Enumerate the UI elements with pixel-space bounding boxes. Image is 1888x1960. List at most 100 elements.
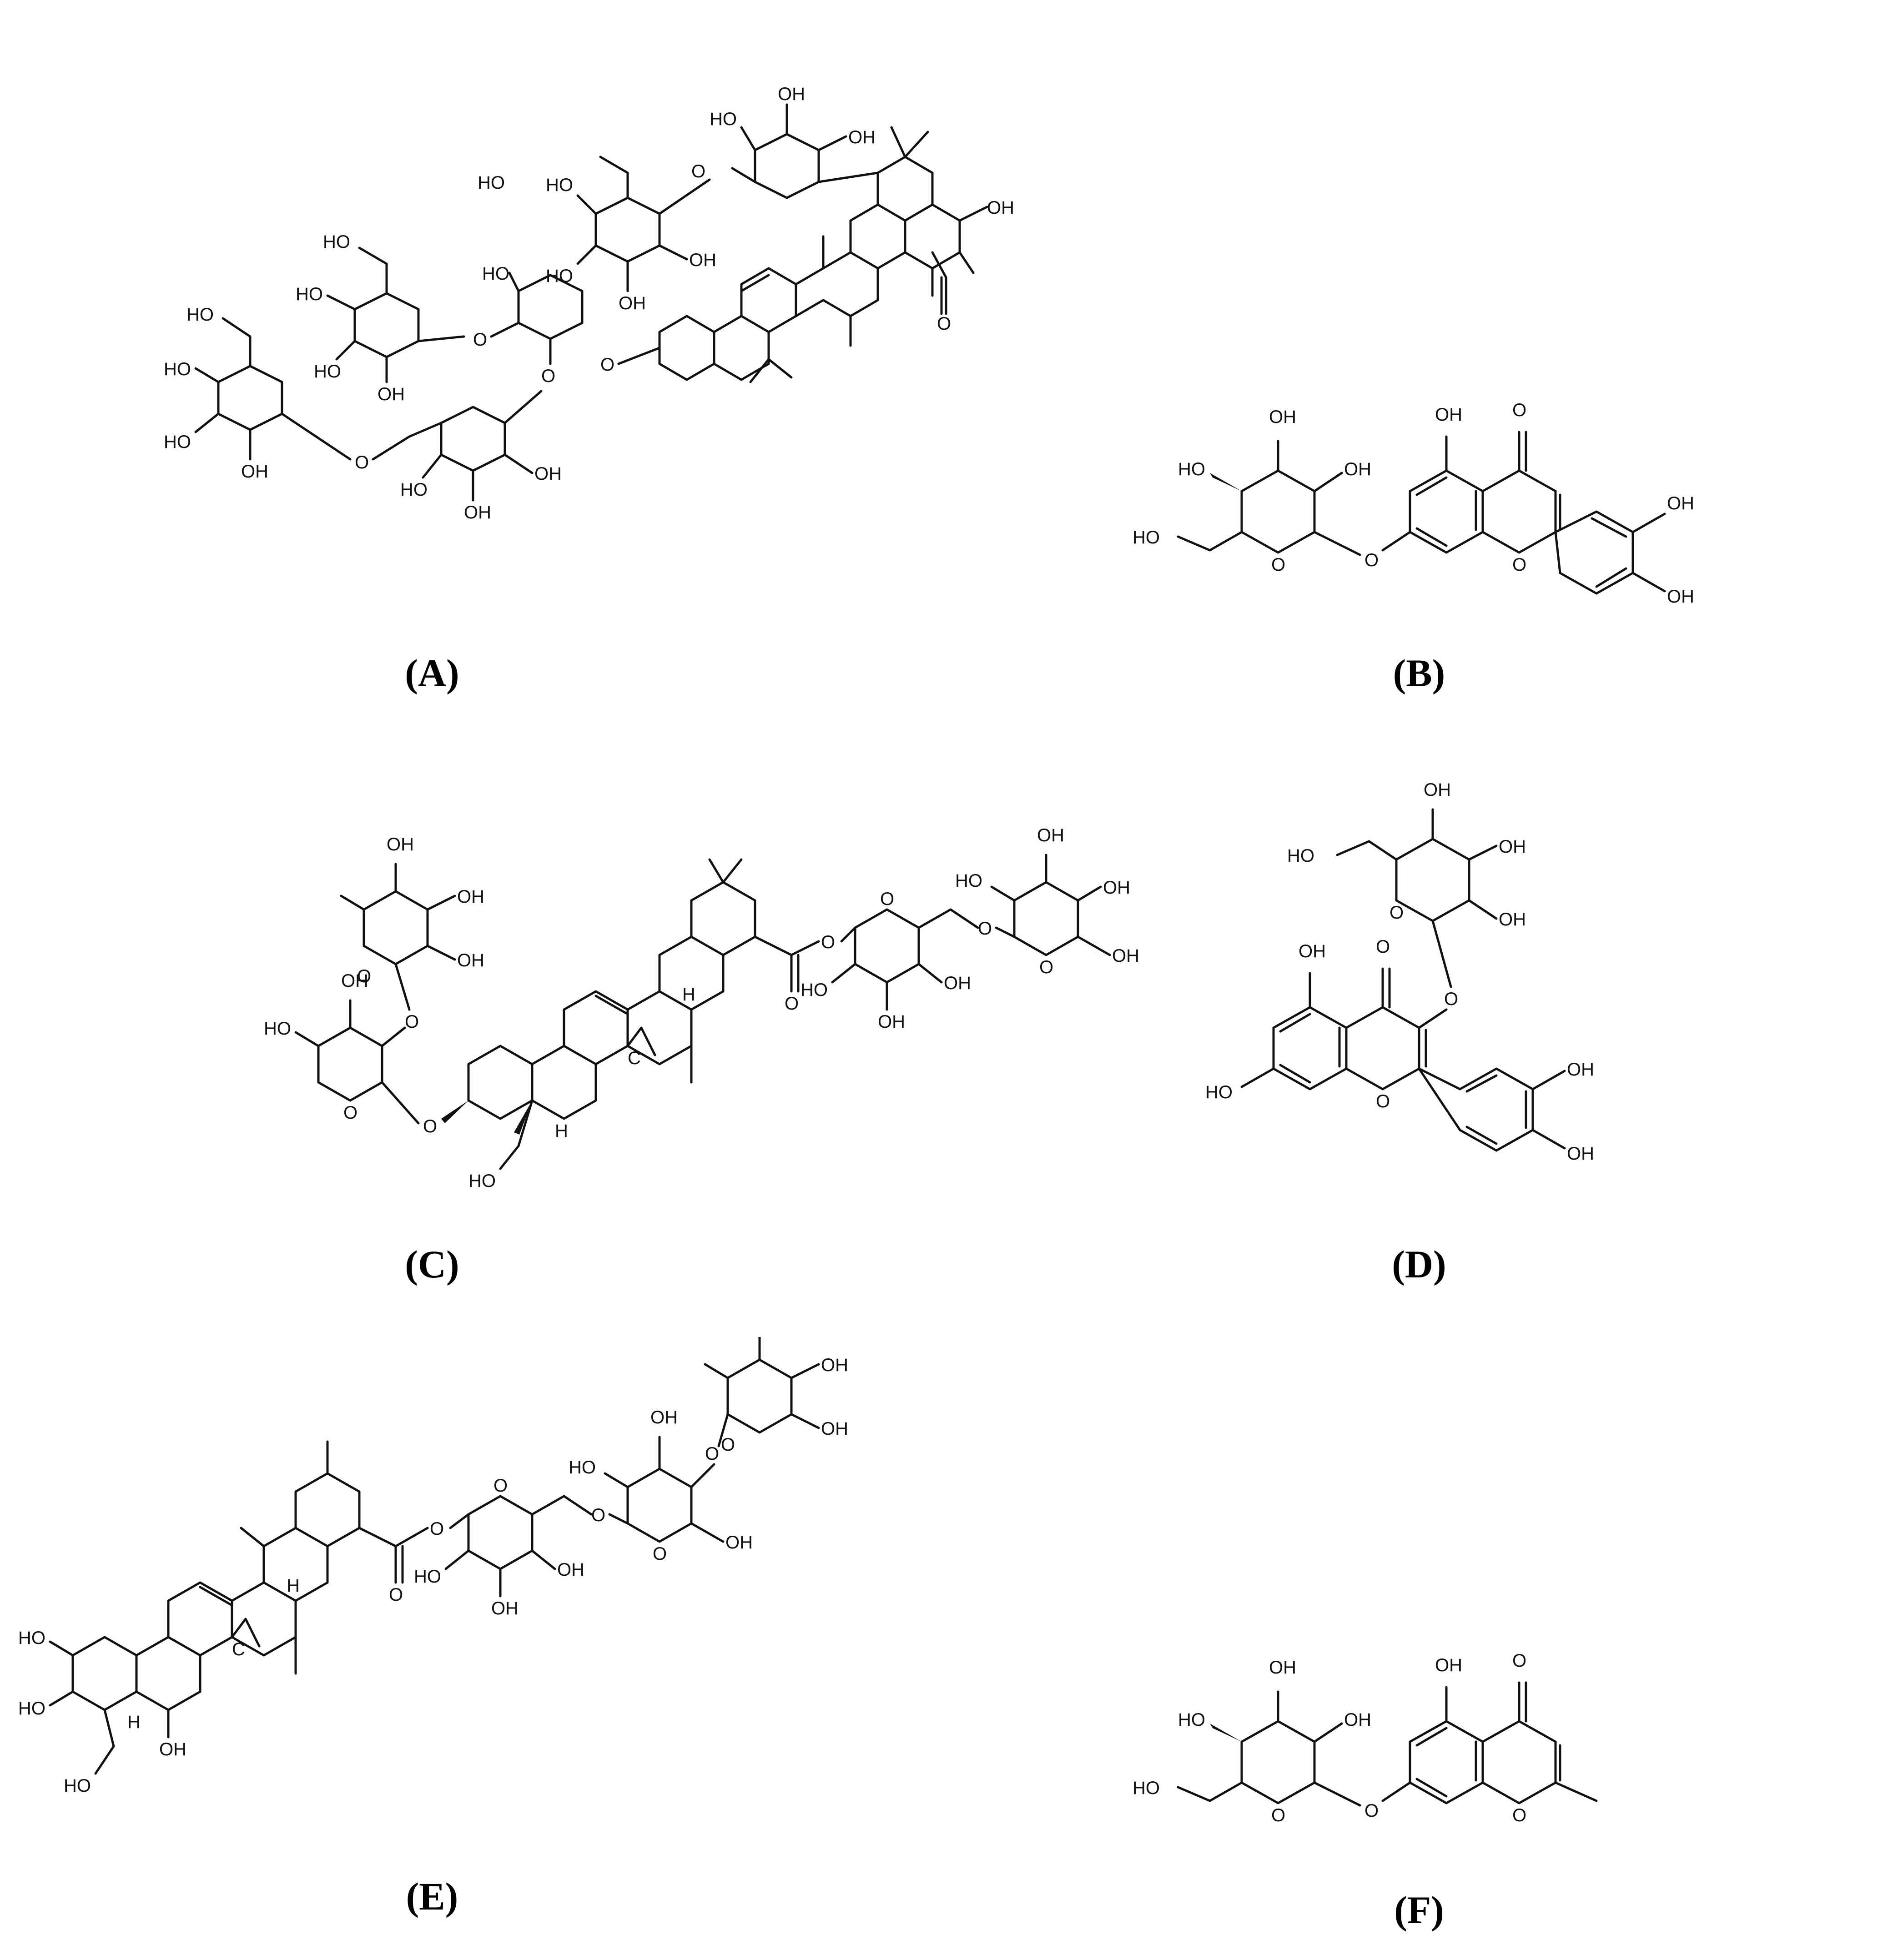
structure-e-oh-rha3: OH <box>821 1419 848 1439</box>
structure-f: O OH O O HO OH OH HO O <box>1092 1569 1865 1865</box>
caption-d: (D) <box>1392 1242 1446 1286</box>
structure-f-drawing: O OH O O HO OH OH HO O <box>1133 1651 1598 1825</box>
structure-f-ring-o: O <box>1512 1805 1526 1825</box>
structure-b-oh-4p: OH <box>1667 587 1694 607</box>
structure-c-oh-glc3b: OH <box>1037 825 1064 845</box>
structure-d-glyco-o: O <box>1444 989 1458 1009</box>
structure-a-oh-9: OH <box>464 503 491 523</box>
structure-c-oh-rha2: OH <box>457 887 484 907</box>
structure-d-drawing: O OH HO O OH OH O HO OH <box>1205 780 1594 1164</box>
structure-c-o-link: O <box>405 1012 419 1032</box>
structure-b-flavone: O OH O OH OH O <box>1364 400 1694 607</box>
structure-c-ara-ring-o: O <box>343 1103 357 1123</box>
structure-d-glucose: HO OH OH OH O <box>1287 780 1526 988</box>
structure-e-oh-glc4: OH <box>557 1560 584 1580</box>
structure-c-rha-ring-o: O <box>357 966 371 986</box>
structure-b-ring-o-g: O <box>1271 555 1285 575</box>
structure-f-carbonyl-o: O <box>1512 1651 1526 1671</box>
structure-e-carbon: C <box>232 1639 245 1659</box>
structure-e-oh-glc2: HO <box>414 1567 441 1587</box>
structure-e-oh-2: HO <box>18 1628 45 1648</box>
structure-e-oh-3: HO <box>18 1699 45 1719</box>
structure-e-glc-ring-o: O <box>493 1476 508 1496</box>
structure-c-oh-glc3: OH <box>878 1012 905 1032</box>
structure-e: C H H HO HO HO OH O O HO <box>18 1337 1064 1860</box>
structure-a-oh-12: HO <box>164 359 191 379</box>
structure-c-h-1: H <box>682 985 695 1005</box>
structure-c-glc-ring-o2: O <box>1039 957 1053 977</box>
structure-b-wedge-1 <box>1210 473 1242 491</box>
structure-b-glyco-o: O <box>1364 550 1379 570</box>
structure-c-sugars-right: HO OH OH O O HO OH OH OH O <box>801 825 1139 1032</box>
structure-a-sugars: O HO O O HO HO OH HO <box>164 84 879 523</box>
structure-e-h-1: H <box>287 1576 300 1596</box>
structure-d-ring-o: O <box>1376 1091 1390 1111</box>
structure-c-carbonyl-o: O <box>785 994 799 1014</box>
structure-a-oh-8: HO <box>400 480 428 500</box>
structure-a-o-3: O <box>541 366 555 386</box>
structure-f-oh-g6: HO <box>1133 1778 1160 1798</box>
structure-b-oh-5: OH <box>1435 405 1462 425</box>
structure-b-carbonyl-o: O <box>1512 400 1526 420</box>
structure-c-oh-rha3: OH <box>457 950 484 970</box>
structure-d-carbonyl-o: O <box>1376 937 1390 957</box>
structure-a-oh-13: HO <box>164 432 191 452</box>
structure-a-glycosidic-o: O <box>600 355 614 375</box>
structure-e-glc-ring-o2: O <box>653 1544 667 1564</box>
structure-b-oh-3p: OH <box>1667 493 1694 513</box>
structure-e-drawing: C H H HO HO HO OH O O HO <box>18 1337 848 1796</box>
structure-c-oh-glc2b: HO <box>955 871 982 891</box>
structure-a-oh-6: OH <box>378 384 405 404</box>
structure-e-o-link: O <box>591 1505 605 1525</box>
structure-a-oh-14: OH <box>241 462 268 482</box>
structure-a-core: OH O <box>658 126 1014 383</box>
structure-c-o-link2: O <box>978 919 992 939</box>
structure-a-oh-17: OH <box>619 293 646 313</box>
structure-d-ring-o-g: O <box>1390 903 1404 923</box>
structure-b-glucose: HO OH OH HO O <box>1133 407 1371 575</box>
structure-d-oh-g3: OH <box>1499 837 1526 857</box>
structure-f-wedge-1 <box>1210 1724 1242 1742</box>
structure-d-oh-g6: HO <box>1287 846 1314 866</box>
structure-f-oh-g3: OH <box>1269 1658 1296 1678</box>
structure-d-oh-4p: OH <box>1567 1144 1594 1164</box>
structure-e-sugars: HO OH OH O O HO OH OH O O <box>414 1337 848 1618</box>
structure-c-glc-ring-o: O <box>880 889 894 909</box>
structure-b-oh-g3: OH <box>1269 407 1296 427</box>
structure-d-oh-3p: OH <box>1567 1060 1594 1080</box>
structure-e-oh-glc3b: OH <box>650 1407 678 1427</box>
structure-f-oh-5: OH <box>1435 1655 1462 1675</box>
structure-c-o3: O <box>423 1116 437 1136</box>
structure-e-oh-rha2: OH <box>821 1355 848 1375</box>
structure-b-ring-o: O <box>1512 555 1526 575</box>
structure-e-oh-glc6b: OH <box>725 1533 753 1553</box>
structure-c-drawing: C H H HO O O O HO OH <box>264 825 1139 1191</box>
structure-d-oh-7: HO <box>1205 1082 1233 1102</box>
structure-f-oh-g2: HO <box>1178 1710 1205 1730</box>
structure-c-oh-rha1: OH <box>387 834 414 854</box>
caption-f: (F) <box>1394 1888 1444 1932</box>
structure-e-o-link2: O <box>705 1444 719 1464</box>
structure-c-core: C H H HO O O O <box>423 858 835 1191</box>
structure-a-carbonyl-o: O <box>937 314 951 334</box>
structure-a-oh-1: HO <box>482 264 509 284</box>
structure-c-oh-glc2: HO <box>801 980 828 1000</box>
structure-c-oh-glc4b: OH <box>1103 878 1130 898</box>
structure-a-oh-16: HO <box>546 266 573 286</box>
structure-b: O OH O OH OH O HO OH OH <box>1092 318 1865 682</box>
structure-d-oh-g4: OH <box>1424 780 1451 800</box>
structure-c-wedge-me <box>514 1101 532 1135</box>
structure-a-oh-24: OH <box>848 127 876 147</box>
structure-a-oh-20: HO <box>478 173 505 193</box>
structure-e-carbonyl-o: O <box>389 1585 403 1605</box>
structure-a-oh-18: OH <box>689 250 716 270</box>
caption-c: (C) <box>405 1242 459 1286</box>
structure-a-oh-4: HO <box>296 284 323 304</box>
structure-c-oh-ara3: OH <box>341 971 368 991</box>
structure-d: O OH HO O OH OH O HO OH <box>1183 773 1842 1251</box>
structure-c-carbon: C <box>628 1048 641 1068</box>
structure-b-oh-g2: HO <box>1178 459 1205 479</box>
caption-b: (B) <box>1393 651 1445 695</box>
structure-a-o-2: O <box>473 330 487 350</box>
structure-f-chromone: O OH O O <box>1364 1651 1598 1825</box>
